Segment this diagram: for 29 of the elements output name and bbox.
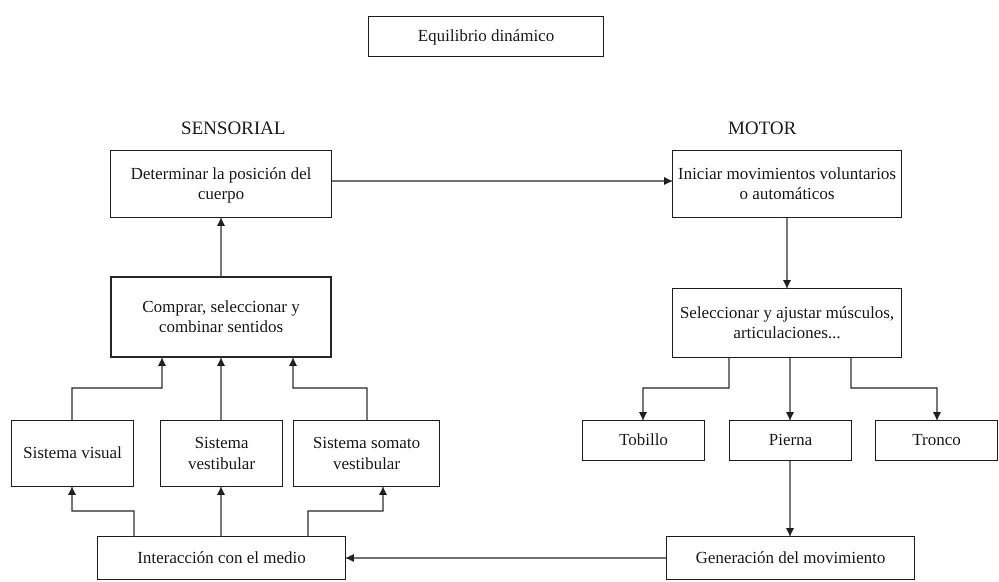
- arrow: [68, 487, 135, 536]
- process-box: Iniciar movimientos voluntarios o automáticos: [672, 150, 902, 218]
- process-box: Sistema vestibular: [160, 420, 283, 487]
- arrow: [850, 358, 941, 420]
- process-box: Tronco: [875, 420, 998, 461]
- process-box: Comprar, seleccionar y combinar sentidos: [110, 276, 332, 358]
- process-box: Determinar la posición del cuerpo: [110, 150, 332, 218]
- process-box: Equilibrio dinámico: [368, 16, 604, 57]
- arrow: [217, 358, 225, 420]
- process-box: Sistema visual: [11, 420, 134, 487]
- process-box: Sistema somato vestibular: [293, 420, 440, 487]
- arrow: [639, 358, 730, 420]
- arrow: [783, 218, 791, 288]
- arrow: [289, 358, 368, 420]
- arrow: [71, 358, 166, 420]
- process-box: Generación del movimiento: [666, 536, 915, 580]
- arrow: [217, 218, 225, 276]
- section-heading: SENSORIAL: [181, 118, 286, 140]
- section-heading: MOTOR: [728, 118, 796, 140]
- arrow: [332, 177, 672, 185]
- process-box: Tobillo: [582, 420, 705, 461]
- arrow: [346, 554, 666, 562]
- process-box: Seleccionar y ajustar músculos, articulaciones...: [672, 288, 902, 358]
- arrow: [217, 487, 225, 536]
- process-box: Interacción con el medio: [97, 536, 346, 580]
- arrow: [786, 461, 794, 536]
- arrow: [307, 487, 387, 536]
- process-box: Pierna: [729, 420, 852, 461]
- arrow: [786, 358, 794, 420]
